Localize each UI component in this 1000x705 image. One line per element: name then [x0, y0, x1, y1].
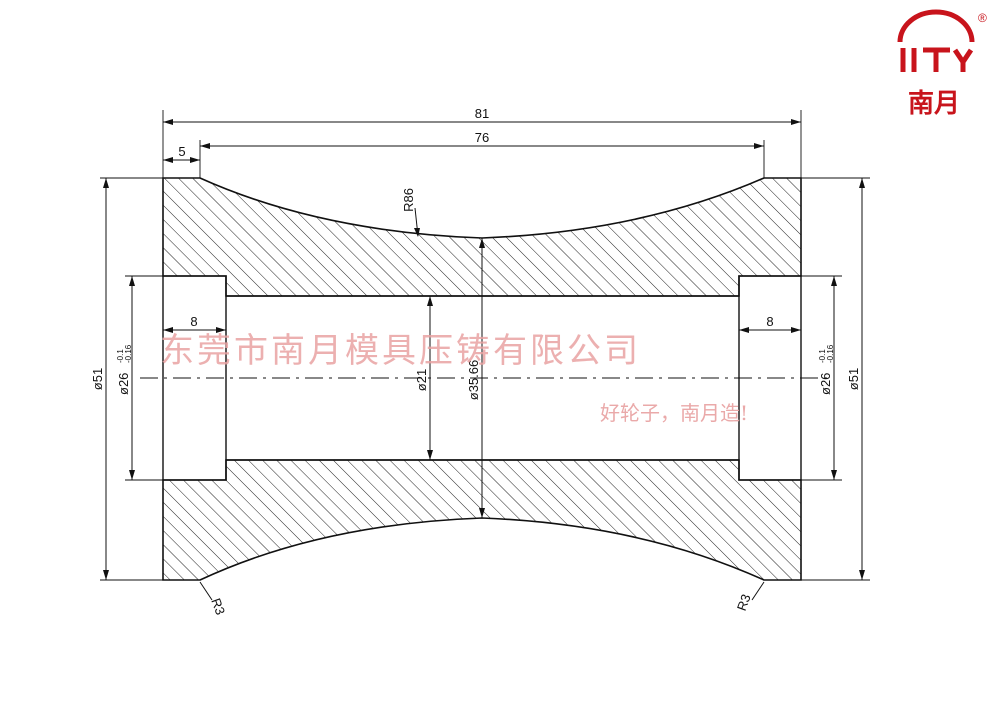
- brand-logo: 南月 ®: [897, 9, 987, 119]
- logo-emblem-icon: [897, 9, 975, 72]
- dim-flange-span: 76: [475, 130, 489, 145]
- dim-bore-depth-right: 8: [766, 314, 773, 329]
- dim-bearing-bore-right: ø26 -0.1 -0.16: [818, 344, 835, 395]
- section-top-hatched: [162, 177, 802, 297]
- logo-text: 南月: [908, 89, 960, 119]
- dim-shaft-bore: ø21: [414, 369, 429, 391]
- logo-registered-mark: ®: [978, 11, 987, 25]
- dim-overall-length: 81: [475, 106, 489, 121]
- dim-flange-width: 5: [178, 144, 185, 159]
- arrow-heads: [103, 119, 865, 580]
- dim-outer-dia-right: ø51: [846, 368, 861, 390]
- dim-bore-depth-left: 8: [190, 314, 197, 329]
- watermark-company: 东莞市南月模具压铸有限公司: [160, 331, 641, 371]
- section-bottom-hatched: [162, 459, 802, 581]
- bearing-bore-right-tol-lower: -0.16: [826, 344, 835, 363]
- dim-bearing-bore-left: ø26 -0.1 -0.16: [116, 344, 133, 395]
- dimension-lines: [105, 121, 863, 601]
- bearing-bore-right-value: ø26: [818, 373, 833, 395]
- dim-waist-dia: ø35.66: [466, 360, 481, 400]
- dim-groove-radius: R86: [401, 188, 416, 212]
- bearing-bore-left-tol-upper: -0.1: [116, 349, 125, 363]
- watermark-slogan: 好轮子，南月造!: [600, 401, 748, 425]
- bearing-bore-right-tol-upper: -0.1: [818, 349, 827, 363]
- dim-edge-radius-right: R3: [734, 592, 754, 613]
- dim-edge-radius-left: R3: [208, 596, 228, 617]
- bearing-bore-left-value: ø26: [116, 373, 131, 395]
- dim-outer-dia-left: ø51: [90, 368, 105, 390]
- bearing-bore-left-tol-lower: -0.16: [124, 344, 133, 363]
